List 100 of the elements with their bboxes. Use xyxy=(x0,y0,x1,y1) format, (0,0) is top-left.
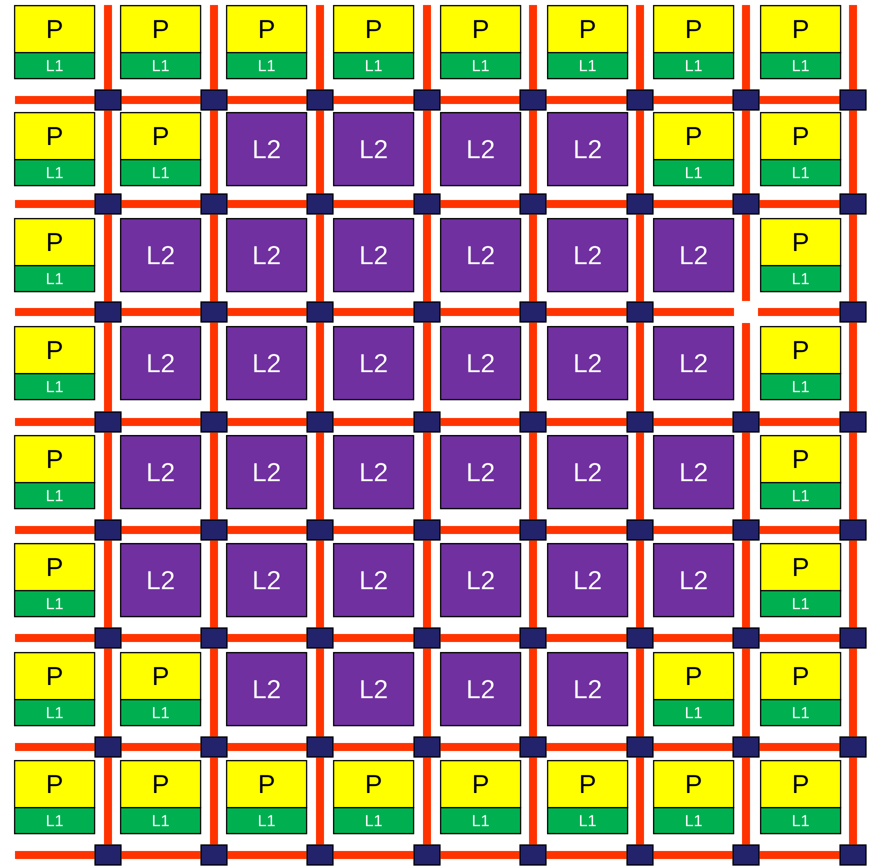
l1-cache-bar: L1 xyxy=(760,699,842,726)
router-square xyxy=(732,736,760,758)
link-line xyxy=(316,5,324,90)
l2-cache-box: L2 xyxy=(120,543,202,618)
link-line xyxy=(529,648,537,736)
l1-cache-bar: L1 xyxy=(120,159,202,186)
router-square xyxy=(732,411,760,433)
link-line xyxy=(529,758,537,844)
core-box: P xyxy=(440,5,522,54)
link-line xyxy=(15,743,94,751)
router-square xyxy=(839,193,867,215)
l1-cache-bar: L1 xyxy=(653,807,734,834)
router-square xyxy=(306,301,334,323)
l1-cache-bar: L1 xyxy=(14,159,96,186)
link-line xyxy=(742,323,750,412)
link-line xyxy=(742,648,750,736)
link-line xyxy=(334,418,414,426)
l1-cache-bar: L1 xyxy=(120,807,202,834)
link-line xyxy=(104,432,112,520)
router-square xyxy=(839,736,867,758)
l1-cache-bar: L1 xyxy=(760,373,842,400)
router-square xyxy=(732,89,760,111)
l2-cache-box: L2 xyxy=(226,218,308,292)
link-line xyxy=(316,540,324,628)
router-square xyxy=(519,736,547,758)
router-square xyxy=(94,89,122,111)
link-line xyxy=(334,308,414,316)
l1-cache-bar: L1 xyxy=(120,52,202,80)
router-square xyxy=(413,193,441,215)
link-line xyxy=(316,758,324,844)
link-line xyxy=(654,200,732,208)
link-line xyxy=(849,648,857,736)
router-square xyxy=(413,519,441,541)
link-line xyxy=(15,418,94,426)
link-line xyxy=(760,200,840,208)
link-line xyxy=(440,96,520,104)
l1-cache-bar: L1 xyxy=(760,52,842,80)
link-line xyxy=(849,540,857,628)
link-line xyxy=(546,526,626,534)
link-line xyxy=(15,851,94,859)
router-square xyxy=(200,411,228,433)
link-line xyxy=(423,758,431,844)
link-line xyxy=(334,851,414,859)
router-square xyxy=(519,301,547,323)
link-line xyxy=(546,200,626,208)
link-line xyxy=(210,648,218,736)
router-square xyxy=(626,844,654,866)
core-box: P xyxy=(760,218,842,266)
router-square xyxy=(200,89,228,111)
link-line xyxy=(760,96,840,104)
router-square xyxy=(94,844,122,866)
l1-cache-bar: L1 xyxy=(14,482,96,510)
l2-cache-box: L2 xyxy=(226,112,308,186)
router-square xyxy=(200,844,228,866)
link-line xyxy=(104,322,112,412)
link-line xyxy=(546,743,626,751)
router-square xyxy=(732,844,760,866)
link-line xyxy=(104,110,112,194)
link-line xyxy=(423,648,431,736)
link-line xyxy=(760,418,840,426)
link-line xyxy=(529,322,537,412)
core-box: P xyxy=(14,218,96,266)
core-box: P xyxy=(120,760,202,808)
router-square xyxy=(519,411,547,433)
router-square xyxy=(839,301,867,323)
core-box: P xyxy=(760,760,842,808)
router-square xyxy=(519,89,547,111)
core-box: P xyxy=(760,326,842,374)
link-line xyxy=(529,540,537,628)
l2-cache-box: L2 xyxy=(440,218,522,292)
core-box: P xyxy=(547,5,628,54)
l1-cache-bar: L1 xyxy=(440,807,522,834)
router-square xyxy=(306,411,334,433)
link-line xyxy=(316,322,324,412)
link-line xyxy=(742,110,750,194)
link-line xyxy=(654,743,732,751)
core-box: P xyxy=(653,5,734,54)
l2-cache-box: L2 xyxy=(226,543,308,618)
l2-cache-box: L2 xyxy=(333,543,414,618)
core-box: P xyxy=(760,5,842,54)
core-box: P xyxy=(547,760,628,808)
l2-cache-box: L2 xyxy=(333,112,414,186)
core-box: P xyxy=(440,760,522,808)
l2-cache-box: L2 xyxy=(333,652,414,726)
l1-cache-bar: L1 xyxy=(14,590,96,618)
l2-cache-box: L2 xyxy=(120,435,202,510)
l2-cache-box: L2 xyxy=(333,218,414,292)
l1-cache-bar: L1 xyxy=(760,807,842,834)
link-line xyxy=(228,851,306,859)
link-line xyxy=(440,200,520,208)
l1-cache-bar: L1 xyxy=(547,807,628,834)
l2-cache-box: L2 xyxy=(440,435,522,510)
link-line xyxy=(546,851,626,859)
link-line xyxy=(15,96,94,104)
link-line xyxy=(210,758,218,844)
link-line xyxy=(423,214,431,302)
link-line xyxy=(849,5,857,90)
link-line xyxy=(210,214,218,302)
link-line xyxy=(636,110,644,194)
link-line xyxy=(104,214,112,302)
